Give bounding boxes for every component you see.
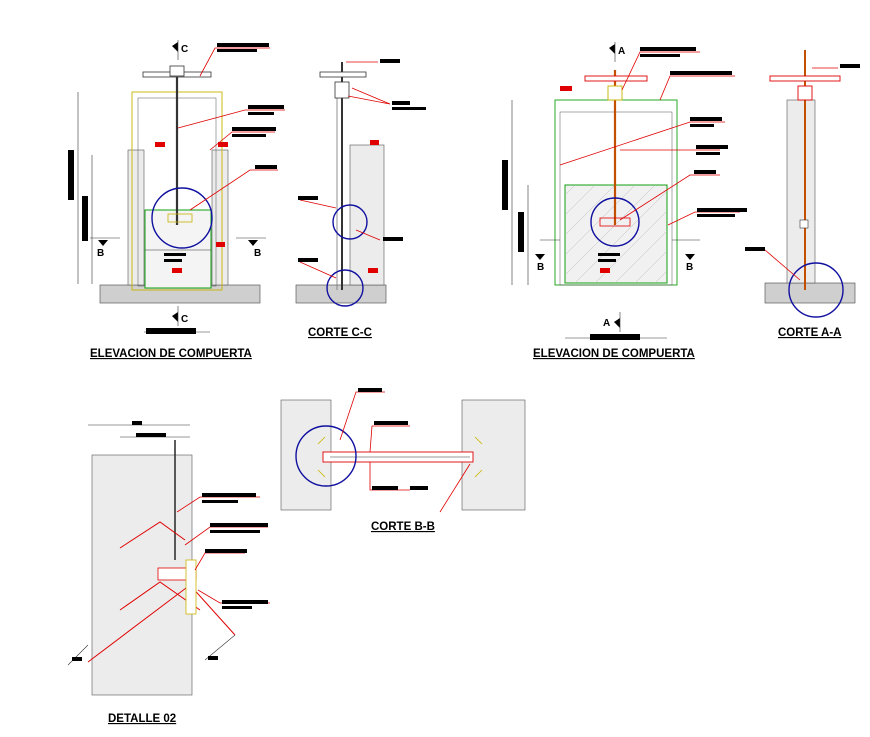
wall-aa (786, 99, 816, 284)
dim-label-wall-height (82, 196, 88, 241)
elevation-left-view: B B C C ELEVACION DE COM (68, 40, 285, 360)
section-c-label-bottom: C (181, 314, 188, 325)
section-aa-view: CORTE A-A (745, 50, 860, 339)
section-a-arrow-bottom (614, 318, 620, 328)
view-title-corte-aa: CORTE A-A (778, 327, 841, 339)
dim-label-right-total (502, 160, 508, 210)
detail-circle-cc-upper (332, 204, 368, 240)
water-level-marker-right-l (535, 254, 545, 260)
handwheel-right (584, 75, 648, 82)
dim-label-right-width (590, 334, 640, 340)
section-a-arrow-top (609, 44, 615, 54)
dim-label-total-height (68, 150, 74, 200)
section-b-label-right: B (254, 248, 261, 259)
dim-label-width (146, 328, 196, 334)
detail-02-view: DETALLE 02 (67, 421, 270, 725)
wall-cc (349, 144, 385, 286)
section-c-arrow-top (172, 42, 178, 52)
left-wall (127, 149, 145, 286)
water-level-marker-right-r (685, 254, 695, 260)
view-title-elevation-right: ELEVACION DE COMPUERTA (533, 348, 695, 360)
view-title-detalle-02: DETALLE 02 (108, 713, 176, 725)
detail-circle-right (590, 197, 640, 247)
view-title-elevation-left: ELEVACION DE COMPUERTA (90, 348, 252, 360)
handwheel-aa (769, 75, 841, 82)
section-c-label-top: C (181, 44, 188, 55)
section-a-label-top: A (618, 46, 625, 57)
elevation-right-view: B B A A ELEVACION DE COMPUERTA (502, 42, 747, 360)
section-b-label-right-2: B (686, 262, 693, 273)
section-b-label-left-2: B (537, 262, 544, 273)
detail-circle-bb (295, 425, 357, 487)
section-cc-view: CORTE C-C (295, 59, 426, 339)
section-bb-view: CORTE B-B (280, 388, 526, 533)
detail-circle-aa (788, 262, 844, 318)
detail-circle-cc-lower (326, 269, 364, 307)
view-title-corte-cc: CORTE C-C (308, 327, 372, 339)
detail-circle (151, 187, 213, 249)
water-level-marker-right (248, 240, 258, 246)
dim-label-right-leaf (518, 212, 524, 252)
view-title-corte-bb: CORTE B-B (371, 521, 435, 533)
water-level-marker-left (98, 240, 108, 246)
section-a-label-bottom: A (603, 318, 610, 329)
section-b-label-left: B (97, 248, 104, 259)
handwheel-cc (319, 71, 367, 78)
section-c-arrow-bottom (172, 312, 178, 322)
right-wall (211, 149, 229, 286)
